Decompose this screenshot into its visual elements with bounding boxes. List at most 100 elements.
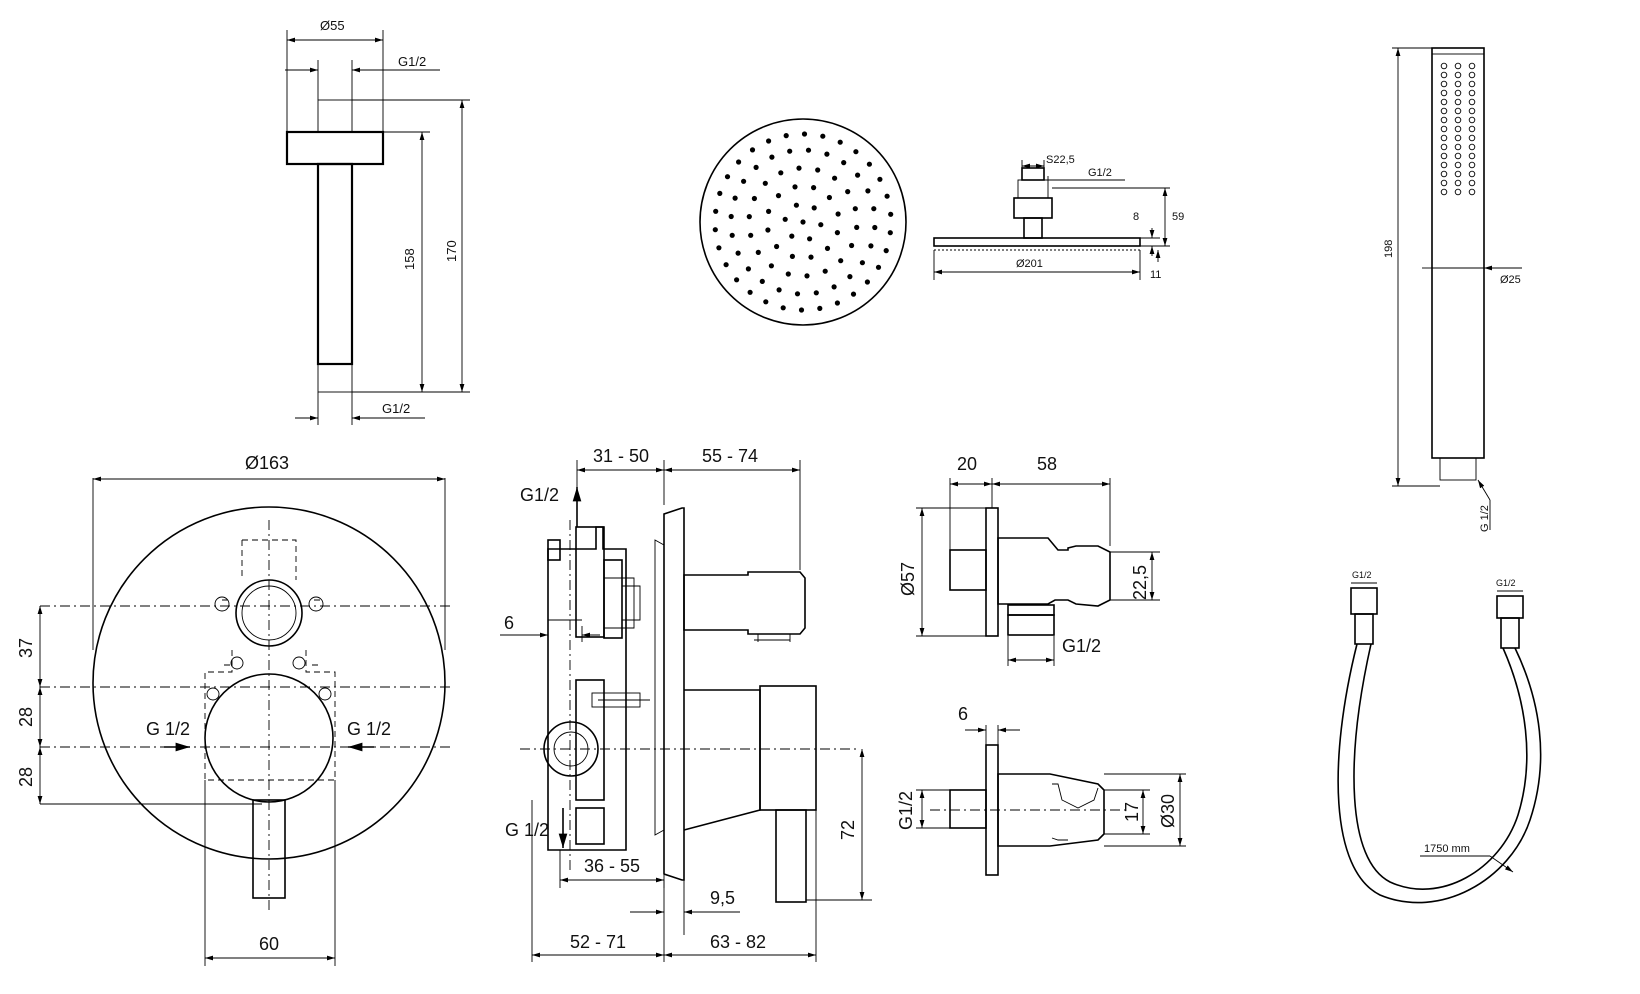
hand-nozzle — [1468, 152, 1476, 160]
nozzle-dot — [741, 178, 747, 184]
hand-nozzle — [1468, 179, 1476, 187]
nozzle-dot — [748, 232, 754, 238]
nozzle-dot — [759, 278, 765, 284]
nozzle-dot — [804, 273, 810, 279]
wall-holder-diameter: Ø30 — [1158, 794, 1178, 828]
nozzle-dot — [766, 208, 772, 214]
nozzle-dot — [817, 305, 823, 311]
nozzle-dot — [859, 260, 866, 266]
nozzle-dot — [852, 206, 858, 212]
nozzle-dot — [734, 277, 740, 283]
nozzle-dot — [883, 248, 889, 254]
hand-nozzle — [1440, 125, 1448, 133]
mixer-front-offset-b: 28 — [16, 707, 36, 727]
nozzle-dot — [763, 299, 769, 305]
hose-thread-right: G1/2 — [1496, 578, 1516, 588]
hose-thread-left: G1/2 — [1352, 570, 1372, 580]
hand-nozzle — [1454, 161, 1462, 169]
nozzle-dot — [877, 176, 883, 182]
ceiling-arm-thread-bottom: G1/2 — [382, 401, 410, 416]
hand-nozzle — [1454, 152, 1462, 160]
overhead-diameter: Ø201 — [1016, 258, 1043, 270]
mixer-side-height-72: 72 — [838, 820, 858, 840]
ceiling-arm-diameter: Ø55 — [320, 18, 345, 33]
wall-outlet-diameter: Ø57 — [898, 562, 918, 596]
ceiling-arm-length-total: 170 — [444, 240, 459, 262]
hand-nozzle — [1440, 116, 1448, 124]
nozzle-dot — [813, 290, 819, 296]
mixer-side-range-36-55: 36 - 55 — [584, 856, 640, 876]
hand-shower-thread: G 1/2 — [1479, 505, 1491, 532]
hand-shower-length: 198 — [1383, 240, 1395, 258]
overhead-height-total: 59 — [1172, 211, 1184, 223]
nozzle-dot — [736, 159, 742, 165]
nozzle-dot — [765, 227, 771, 233]
hand-nozzle — [1440, 71, 1448, 79]
nozzle-dot — [850, 291, 857, 297]
wall-outlet-thread: G1/2 — [1062, 636, 1101, 656]
nozzle-dot — [837, 139, 843, 145]
nozzle-dot — [854, 224, 860, 230]
nozzle-dot — [835, 211, 841, 217]
nozzle-dot — [774, 243, 780, 250]
nozzle-dot — [796, 165, 802, 171]
mixer-front-diameter: Ø163 — [245, 453, 289, 473]
hand-nozzle — [1440, 152, 1448, 160]
nozzle-dot — [728, 213, 734, 220]
nozzle-dot — [824, 151, 830, 157]
mixer-front-view — [37, 476, 452, 966]
nozzle-dot — [820, 133, 826, 139]
nozzle-dot — [753, 164, 759, 170]
hand-nozzle — [1440, 89, 1448, 97]
hand-nozzle — [1454, 89, 1462, 97]
mixer-side-outlet-bottom: G 1/2 — [505, 820, 549, 840]
wall-outlet-offset: 22,5 — [1130, 565, 1150, 600]
nozzle-dot — [875, 264, 882, 270]
nozzle-dot — [831, 284, 837, 290]
nozzle-dot — [783, 133, 789, 139]
nozzle-dot — [717, 190, 723, 196]
nozzle-dot — [884, 193, 890, 199]
hand-nozzle — [1454, 107, 1462, 115]
mixer-front-inlet-right: G 1/2 — [347, 719, 391, 739]
nozzle-dot — [865, 188, 871, 194]
nozzle-dot — [815, 167, 821, 173]
nozzle-dot — [868, 243, 874, 249]
nozzle-dot — [811, 205, 817, 211]
hand-nozzle — [1440, 134, 1448, 142]
nozzle-dot — [832, 175, 838, 181]
hand-nozzle — [1468, 71, 1476, 79]
nozzle-dot — [768, 263, 775, 269]
hand-nozzle — [1468, 134, 1476, 142]
hand-nozzle — [1454, 71, 1462, 79]
hand-nozzle — [1468, 161, 1476, 169]
nozzle-dot — [755, 249, 761, 255]
nozzle-dot — [787, 148, 793, 154]
nozzle-dot — [745, 266, 752, 272]
nozzle-dot — [838, 258, 844, 264]
wall-holder-plate: 6 — [958, 704, 968, 724]
nozzle-dot — [847, 274, 853, 280]
nozzle-dot — [789, 253, 796, 259]
wall-holder-drawing — [916, 725, 1186, 876]
nozzle-dot — [864, 279, 871, 285]
mixer-front-offset-a: 37 — [16, 638, 36, 658]
nozzle-dot — [724, 174, 731, 180]
mixer-side-dim-9-5: 9,5 — [710, 888, 735, 908]
nozzle-dot — [793, 202, 800, 208]
nozzle-dot — [805, 147, 812, 153]
ceiling-arm-thread-top: G1/2 — [398, 54, 426, 69]
overhead-thread: G1/2 — [1088, 167, 1112, 179]
hand-nozzle — [1468, 98, 1476, 106]
hand-nozzle — [1454, 116, 1462, 124]
wall-outlet-depth-a: 20 — [957, 454, 977, 474]
hand-nozzle — [1468, 80, 1476, 88]
nozzle-dot — [778, 170, 784, 176]
nozzle-dot — [775, 193, 782, 199]
hand-nozzle — [1454, 179, 1462, 187]
hose-length: 1750 mm — [1424, 843, 1470, 855]
wall-outlet-depth-b: 58 — [1037, 454, 1057, 474]
nozzle-dot — [887, 230, 893, 236]
mixer-side-outlet-top: G1/2 — [520, 485, 559, 505]
